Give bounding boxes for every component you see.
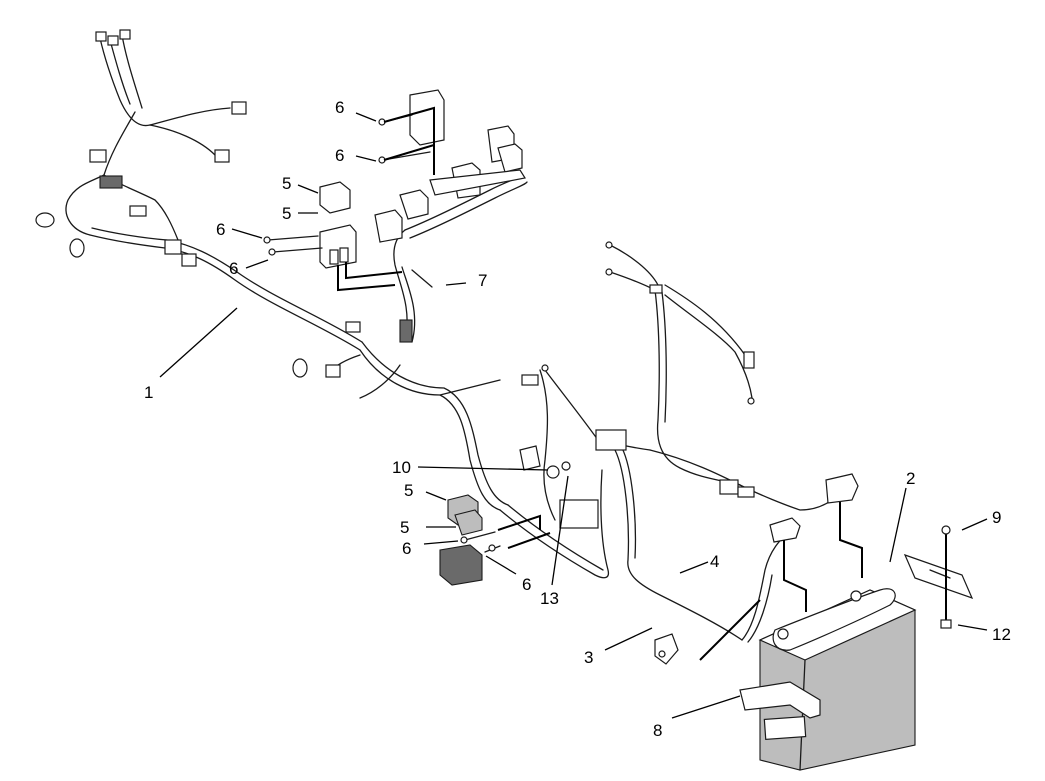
- callout-8: 8: [653, 721, 662, 740]
- callout-labels: 1 2 3 4 5 5 5 5 6 6 6 6 6 6 7 8 9 10 12 …: [144, 98, 1011, 740]
- callout-6-left-b: 6: [229, 259, 238, 278]
- lower-relays: [439, 494, 551, 586]
- center-harness: [499, 364, 833, 643]
- callout-5-lower-a: 5: [404, 481, 413, 500]
- callout-12: 12: [992, 625, 1011, 644]
- callout-13: 13: [540, 589, 559, 608]
- callout-6-upper-b: 6: [335, 146, 344, 165]
- main-wiring-harness: [65, 34, 528, 511]
- battery-hold-down: [903, 525, 974, 629]
- callout-10: 10: [392, 458, 411, 477]
- leader-lines: [159, 112, 988, 719]
- battery: [739, 588, 917, 771]
- upper-assembly-lines: [337, 106, 435, 292]
- callout-9: 9: [992, 508, 1001, 527]
- upper-relay-block: [319, 89, 526, 269]
- callout-1: 1: [144, 383, 153, 402]
- callout-4: 4: [710, 552, 719, 571]
- callout-6-lower-a: 6: [402, 539, 411, 558]
- upper-left-connectors: [35, 29, 413, 378]
- callout-7: 7: [478, 271, 487, 290]
- callout-6-lower-b: 6: [522, 575, 531, 594]
- upper-screws: [263, 114, 433, 288]
- battery-cables: [654, 473, 863, 665]
- callout-5-upper-b: 5: [282, 204, 291, 223]
- callout-6-upper-a: 6: [335, 98, 344, 117]
- rear-branch-harness: [605, 241, 755, 486]
- callout-6-left-a: 6: [216, 220, 225, 239]
- callout-2: 2: [906, 469, 915, 488]
- callout-3: 3: [584, 648, 593, 667]
- callout-5-lower-b: 5: [400, 518, 409, 537]
- callout-5-upper-a: 5: [282, 174, 291, 193]
